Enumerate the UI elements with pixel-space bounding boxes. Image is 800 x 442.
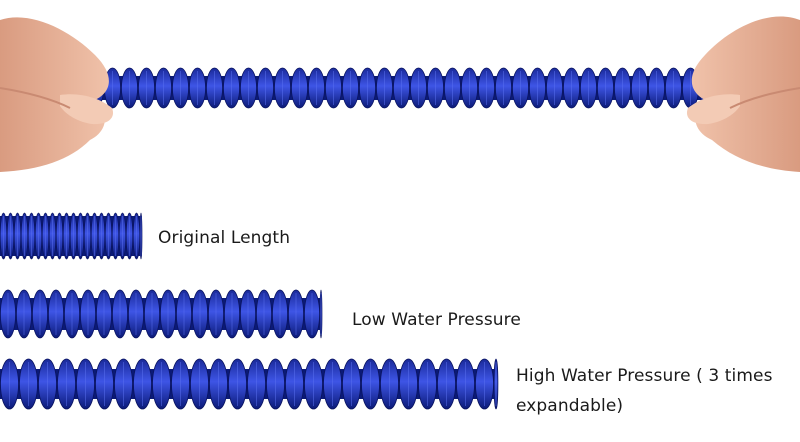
high-water-pressure-label: High Water Pressure ( 3 times expandable… — [516, 366, 773, 416]
original-length-hose — [0, 212, 143, 260]
high-pressure-hose — [0, 358, 499, 410]
low-pressure-hose — [0, 289, 323, 339]
stretched-hose — [70, 67, 731, 109]
right-hand-image — [686, 16, 800, 172]
low-water-pressure-label: Low Water Pressure — [352, 310, 521, 330]
original-length-label: Original Length — [158, 228, 291, 248]
left-hand-image — [0, 17, 114, 173]
